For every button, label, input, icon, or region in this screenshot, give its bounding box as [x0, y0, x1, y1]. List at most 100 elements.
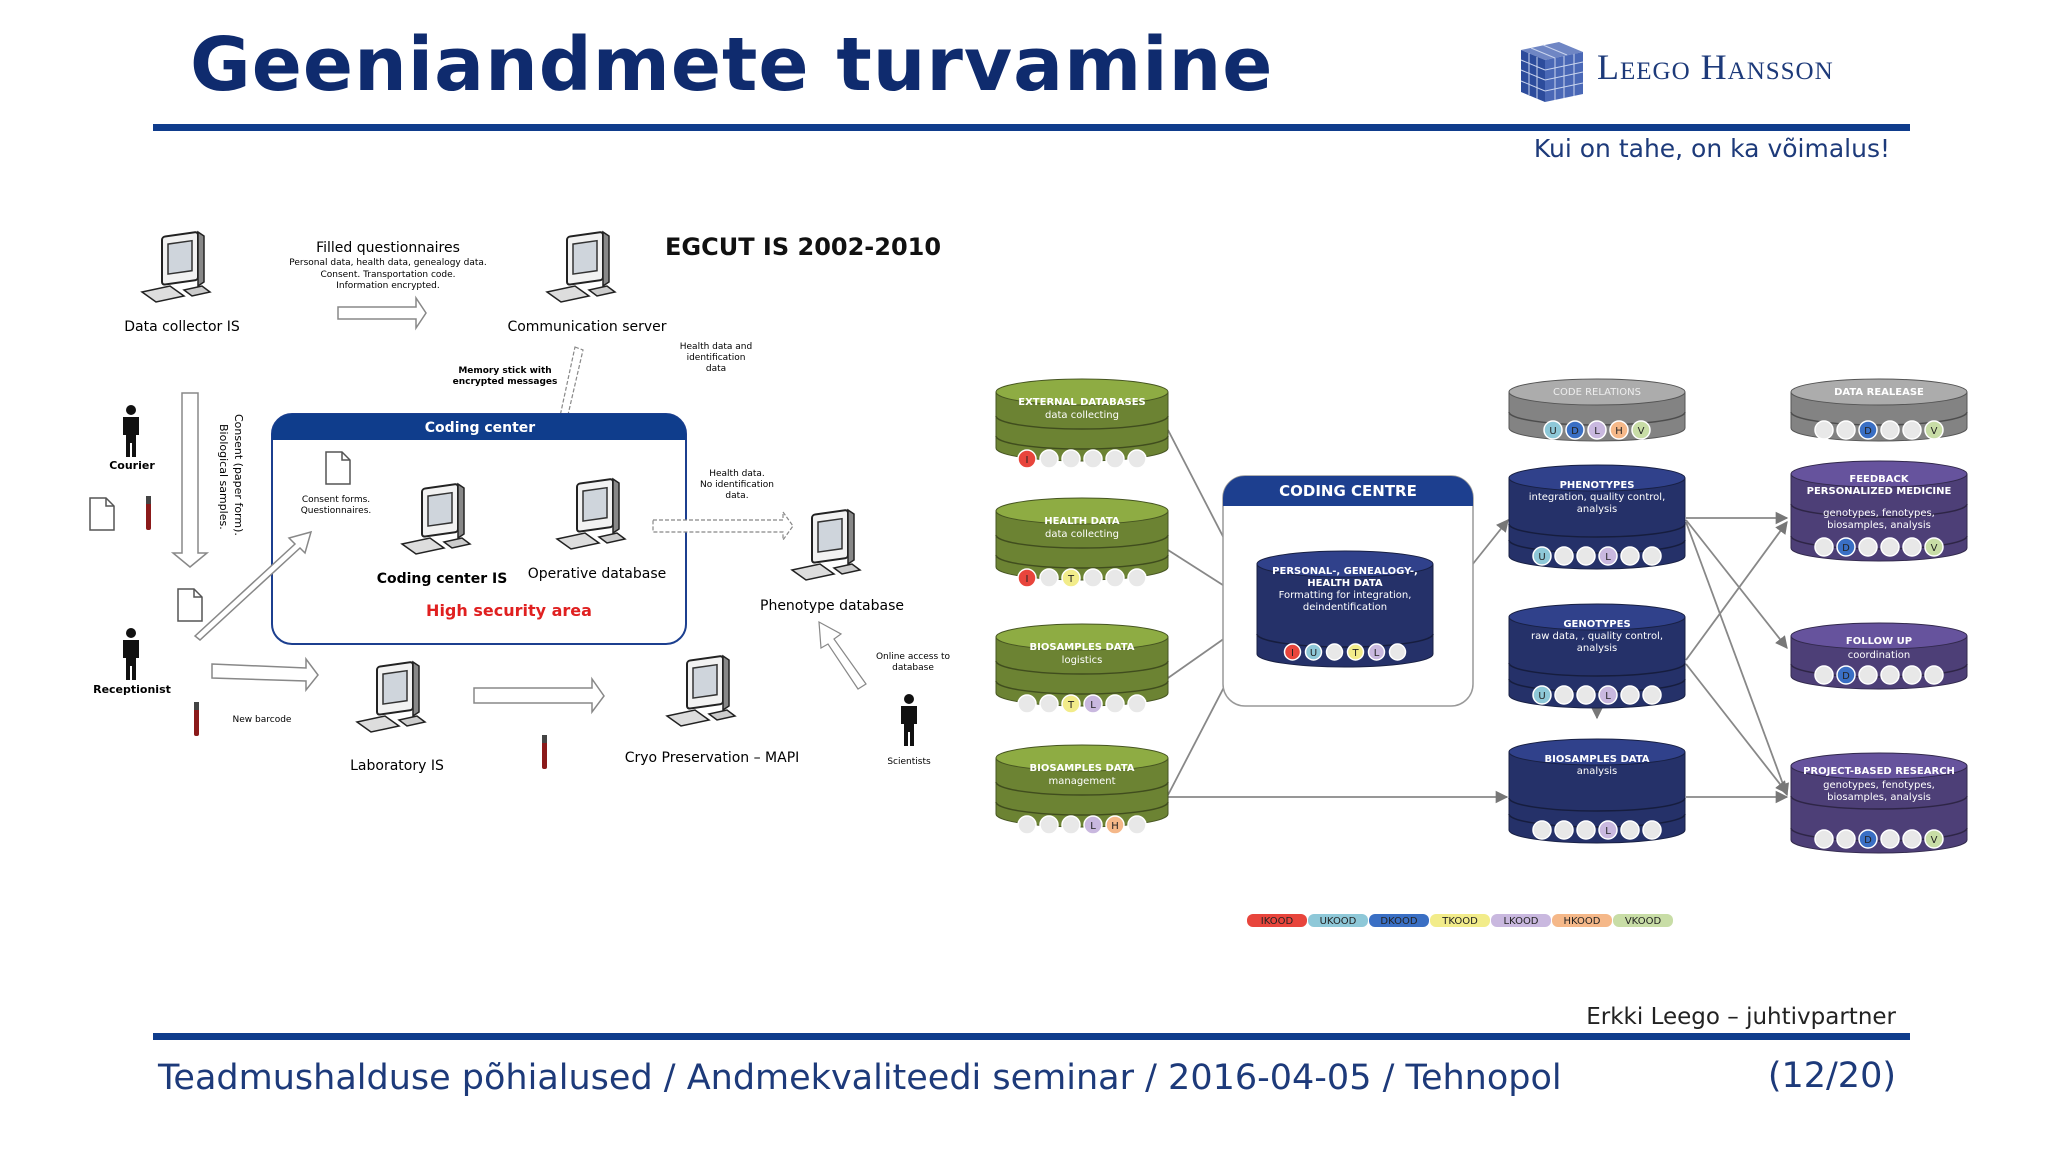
health-noident-1: Health data.	[709, 469, 765, 479]
code-letter: L	[1090, 821, 1096, 832]
code-L-icon	[1083, 815, 1103, 835]
laboratory-computer-icon	[356, 660, 426, 733]
empty-code-icon	[1814, 829, 1834, 849]
empty-code-icon	[1880, 829, 1900, 849]
phenotype-database-computer-icon	[791, 508, 861, 581]
footer-text: Teadmushalduse põhialused / Andmekvalite…	[158, 1058, 1562, 1098]
middle-sub-1: raw data, , quality control,	[1531, 631, 1663, 642]
middle-title: GENOTYPES	[1563, 619, 1630, 630]
empty-code-icon	[1127, 449, 1147, 469]
empty-code-icon	[1105, 568, 1125, 588]
code-L-icon	[1598, 685, 1618, 705]
empty-code-icon	[1554, 685, 1574, 705]
legend-swatch	[1369, 914, 1429, 927]
code-letter: V	[1931, 543, 1938, 554]
code-letter: V	[1638, 426, 1645, 437]
code-T-icon	[1061, 568, 1081, 588]
legend-swatch	[1308, 914, 1368, 927]
code-letter: D	[1842, 543, 1850, 554]
data-release-title: DATA REALEASE	[1834, 387, 1924, 398]
code-U-icon	[1532, 546, 1552, 566]
source-sub: management	[1049, 776, 1116, 787]
slide-title: Geeniandmete turvamine	[190, 22, 1274, 108]
empty-code-icon	[1642, 685, 1662, 705]
source-title: BIOSAMPLES DATA	[1030, 763, 1135, 774]
coding-centre-header-label: CODING CENTRE	[1279, 482, 1417, 500]
code-letter: U	[1549, 426, 1556, 437]
consent-forms-label: Consent forms.	[302, 495, 370, 505]
empty-code-icon	[1039, 815, 1059, 835]
code-U-icon	[1304, 643, 1323, 661]
new-barcode-label: New barcode	[233, 715, 292, 725]
online-access-arrow	[818, 620, 867, 690]
empty-code-icon	[1083, 568, 1103, 588]
empty-code-icon	[1017, 694, 1037, 714]
legend-label: VKOOD	[1625, 916, 1662, 927]
empty-code-icon	[1127, 815, 1147, 835]
empty-code-icon	[1576, 685, 1596, 705]
code-letter: I	[1026, 455, 1029, 466]
consent-vertical-2: Biological samples.	[217, 424, 230, 530]
code-letter: L	[1605, 552, 1611, 563]
output-title-1: PROJECT-BASED RESEARCH	[1803, 766, 1955, 777]
lab-tube-icon	[542, 735, 547, 769]
health-ident-3: data	[706, 364, 726, 374]
empty-code-icon	[1836, 829, 1856, 849]
cc-sub-2: deindentification	[1303, 602, 1387, 613]
empty-code-icon	[1880, 537, 1900, 557]
code-L-icon	[1587, 420, 1607, 440]
code-letter: T	[1067, 700, 1075, 711]
code-letter: L	[1374, 648, 1380, 659]
empty-code-icon	[1902, 420, 1922, 440]
phenotype-database-label: Phenotype database	[760, 598, 904, 614]
source-sub: data collecting	[1045, 529, 1119, 540]
data-collector-label: Data collector IS	[124, 319, 240, 335]
middle-sub-1: analysis	[1577, 766, 1618, 777]
fq-line-1: Personal data, health data, genealogy da…	[289, 258, 487, 268]
courier-tube-icon	[146, 496, 151, 530]
output-title-2: PERSONALIZED MEDICINE	[1807, 486, 1952, 497]
code-D-icon	[1858, 829, 1878, 849]
coding-center-header	[272, 414, 686, 440]
empty-code-icon	[1105, 694, 1125, 714]
output-title-1: FOLLOW UP	[1846, 636, 1912, 647]
middle-sub-2: analysis	[1577, 643, 1618, 654]
empty-code-icon	[1902, 829, 1922, 849]
cc-title-1: PERSONAL-, GENEALOGY-,	[1272, 566, 1418, 577]
health-ident-1: Health data and	[680, 342, 752, 352]
empty-code-icon	[1576, 820, 1596, 840]
empty-code-icon	[1017, 815, 1037, 835]
legend-label: IKOOD	[1261, 916, 1294, 927]
empty-code-icon	[1325, 643, 1344, 661]
code-letter: L	[1090, 700, 1096, 711]
communication-server-label: Communication server	[507, 319, 666, 335]
online-access-2: database	[892, 663, 934, 673]
empty-code-icon	[1620, 546, 1640, 566]
header-rule	[153, 124, 1910, 131]
source-title: HEALTH DATA	[1044, 516, 1120, 527]
empty-code-icon	[1858, 665, 1878, 685]
code-H-icon	[1609, 420, 1629, 440]
code-V-icon	[1924, 420, 1944, 440]
memory-stick-2: encrypted messages	[453, 377, 558, 387]
code-L-icon	[1083, 694, 1103, 714]
code-relations-title: CODE RELATIONS	[1553, 387, 1641, 398]
filled-questionnaires-label: Filled questionnaires	[316, 240, 460, 256]
consent-forms-doc-icon	[325, 451, 351, 485]
cc-title-2: HEALTH DATA	[1307, 578, 1383, 589]
empty-code-icon	[1836, 420, 1856, 440]
empty-code-icon	[1642, 820, 1662, 840]
code-D-icon	[1565, 420, 1585, 440]
receptionist-tube-icon	[194, 702, 199, 736]
health-ident-2: identification	[687, 353, 746, 363]
code-D-icon	[1836, 537, 1856, 557]
scientist-person-icon	[901, 694, 917, 746]
